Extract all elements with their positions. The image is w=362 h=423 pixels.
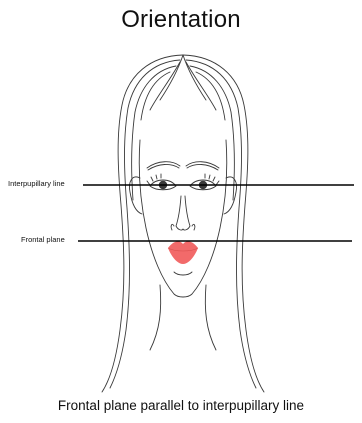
lips	[168, 241, 198, 264]
frontal-plane-label: Frontal plane	[21, 235, 65, 244]
neck	[150, 285, 161, 350]
face-outline	[139, 140, 227, 297]
diagram-caption: Frontal plane parallel to interpupillary…	[0, 398, 362, 413]
hair-outline-right	[183, 55, 264, 392]
nose	[176, 196, 190, 230]
interpupillary-line-label: Interpupillary line	[8, 179, 65, 188]
hair-outline-left	[102, 55, 183, 392]
